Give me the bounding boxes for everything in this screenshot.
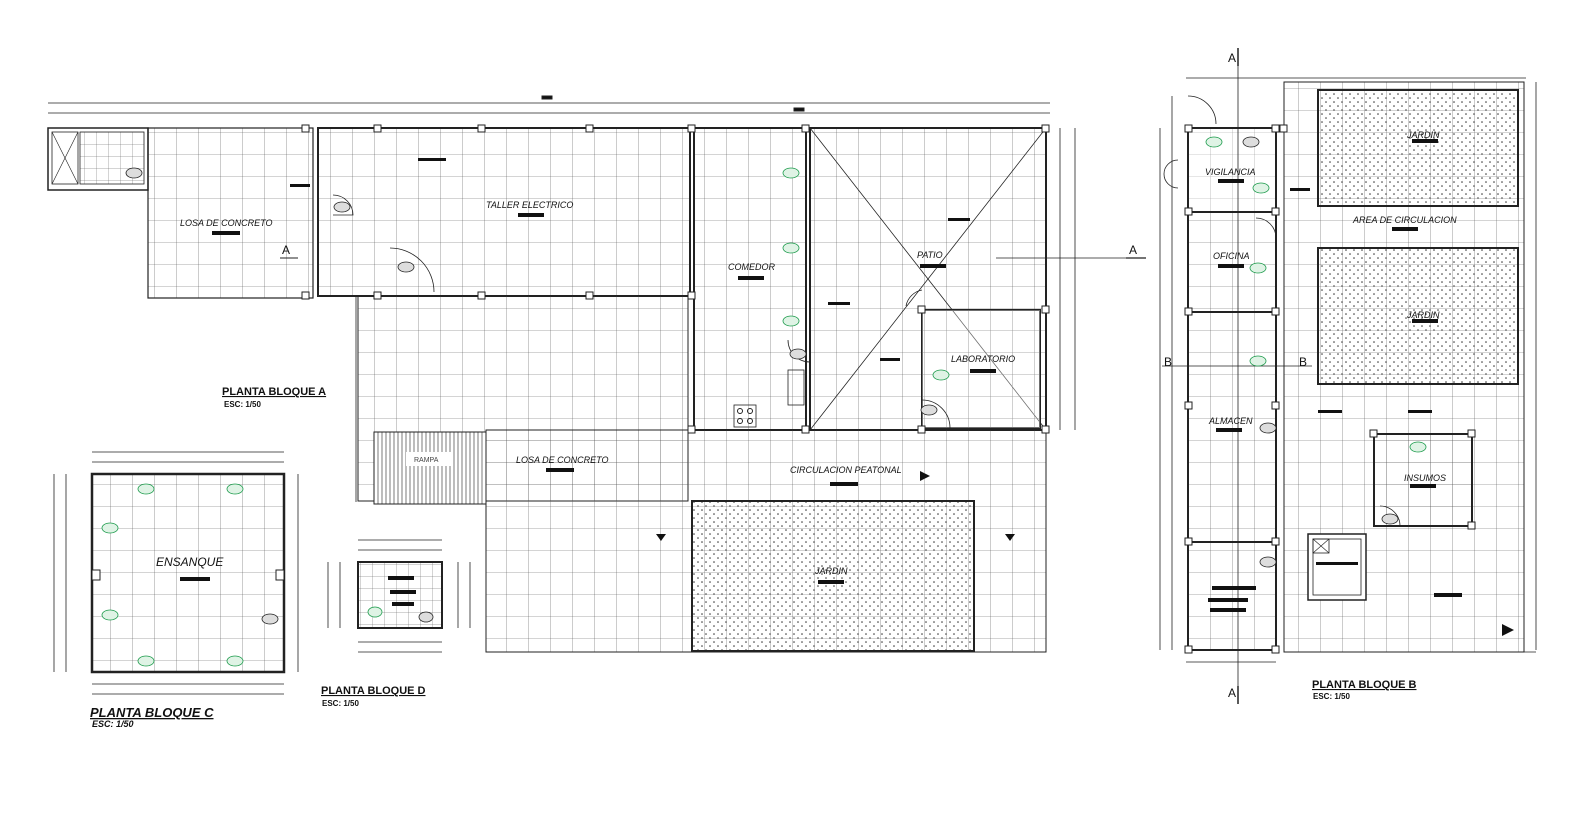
- block-b-title: PLANTA BLOQUE B: [1312, 679, 1417, 691]
- room-label-losa-1: LOSA DE CONCRETO: [180, 218, 273, 228]
- room-label-losa-2: LOSA DE CONCRETO: [516, 455, 609, 465]
- room-label-laboratorio: LABORATORIO: [951, 354, 1015, 364]
- block-d-title: PLANTA BLOQUE D: [321, 685, 426, 697]
- section-mark-b-left: B: [1164, 355, 1172, 369]
- section-mark-a-left: A: [282, 243, 290, 257]
- room-label-circulacion: CIRCULACION PEATONAL: [790, 465, 902, 475]
- block-b-plan: [1159, 48, 1537, 704]
- room-label-rampa: RAMPA: [414, 457, 439, 464]
- block-d-scale: ESC: 1/50: [322, 699, 359, 708]
- room-label-insumos: INSUMOS: [1404, 473, 1446, 483]
- room-label-jardin-b1: JARDIN: [1406, 130, 1440, 140]
- section-mark-a-bottom: A: [1228, 686, 1236, 700]
- room-label-taller: TALLER ELECTRICO: [486, 200, 573, 210]
- block-b-labels: VIGILANCIA OFICINA ALMACEN JARDIN AREA D…: [1164, 51, 1457, 701]
- block-a-title: PLANTA BLOQUE A: [222, 386, 326, 398]
- section-mark-a-top: A: [1228, 51, 1236, 65]
- room-label-patio: PATIO: [917, 250, 943, 260]
- room-label-comedor: COMEDOR: [728, 262, 776, 272]
- block-a-scale: ESC: 1/50: [224, 400, 261, 409]
- block-c-title: PLANTA BLOQUE C: [90, 705, 214, 720]
- room-label-jardin-a: JARDIN: [814, 566, 848, 576]
- block-c-scale: ESC: 1/50: [92, 719, 134, 729]
- block-a-labels: LOSA DE CONCRETO TALLER ELECTRICO COMEDO…: [180, 200, 1137, 576]
- block-a-plan: [47, 95, 1146, 653]
- room-label-oficina: OFICINA: [1213, 251, 1250, 261]
- room-label-almacen: ALMACEN: [1208, 416, 1253, 426]
- block-d-plan: [327, 539, 471, 653]
- room-label-jardin-b2: JARDIN: [1406, 310, 1440, 320]
- room-label-ensanque: ENSANQUE: [156, 555, 224, 569]
- section-mark-a-right: A: [1129, 243, 1137, 257]
- block-b-scale: ESC: 1/50: [1313, 692, 1350, 701]
- room-label-vigilancia: VIGILANCIA: [1205, 167, 1256, 177]
- block-c-plan: [53, 451, 299, 695]
- section-mark-b-right: B: [1299, 355, 1307, 369]
- block-d-labels: PLANTA BLOQUE D ESC: 1/50: [321, 685, 426, 708]
- block-c-labels: ENSANQUE PLANTA BLOQUE C ESC: 1/50: [90, 555, 224, 729]
- room-label-area-circulacion: AREA DE CIRCULACION: [1352, 215, 1457, 225]
